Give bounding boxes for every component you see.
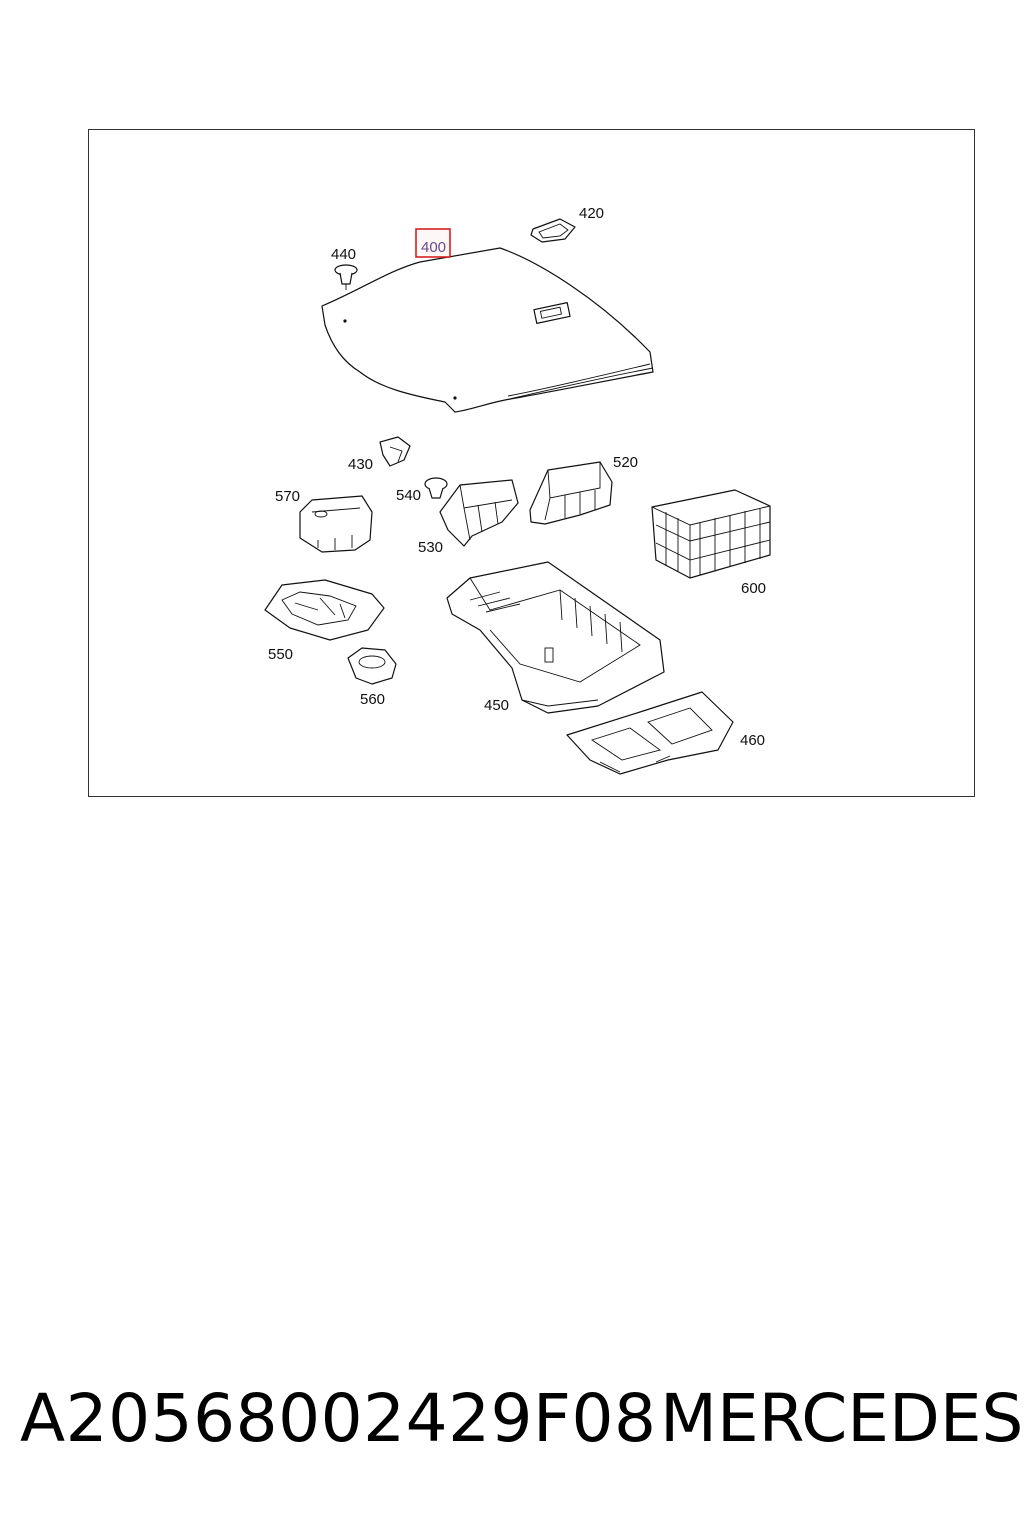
part-440-clip[interactable] — [334, 264, 358, 290]
callout-530[interactable]: 530 — [418, 539, 443, 556]
callout-440[interactable]: 440 — [331, 246, 356, 263]
part-460-tray[interactable] — [566, 691, 734, 775]
callout-540[interactable]: 540 — [396, 487, 421, 504]
callout-570[interactable]: 570 — [275, 488, 300, 505]
callout-550[interactable]: 550 — [268, 646, 293, 663]
callout-600[interactable]: 600 — [741, 580, 766, 597]
callout-450[interactable]: 450 — [484, 697, 509, 714]
part-540-clip[interactable] — [424, 477, 448, 499]
highlight-box-400 — [415, 228, 451, 258]
part-420-handle[interactable] — [530, 218, 576, 243]
callout-560[interactable]: 560 — [360, 691, 385, 708]
part-530-holder[interactable] — [439, 479, 519, 547]
callout-420[interactable]: 420 — [579, 205, 604, 222]
part-570-bracket[interactable] — [299, 495, 373, 553]
part-550-foam-insert[interactable] — [264, 579, 385, 641]
part-450-trunk-tub[interactable] — [446, 561, 665, 714]
part-400-floor-cover[interactable] — [321, 247, 654, 413]
part-520-holder[interactable] — [529, 461, 613, 525]
part-560-holder[interactable] — [347, 647, 397, 685]
callout-400[interactable]: 400 — [421, 239, 446, 256]
brand-name: MERCEDES — [660, 1380, 1024, 1457]
part-430-bracket[interactable] — [379, 436, 411, 467]
callout-460[interactable]: 460 — [740, 732, 765, 749]
part-number: A20568002429F08 — [20, 1380, 657, 1457]
part-600-crate[interactable] — [651, 489, 771, 579]
footer: A20568002429F08 MERCEDES — [0, 1380, 1024, 1470]
callout-430[interactable]: 430 — [348, 456, 373, 473]
callout-520[interactable]: 520 — [613, 454, 638, 471]
